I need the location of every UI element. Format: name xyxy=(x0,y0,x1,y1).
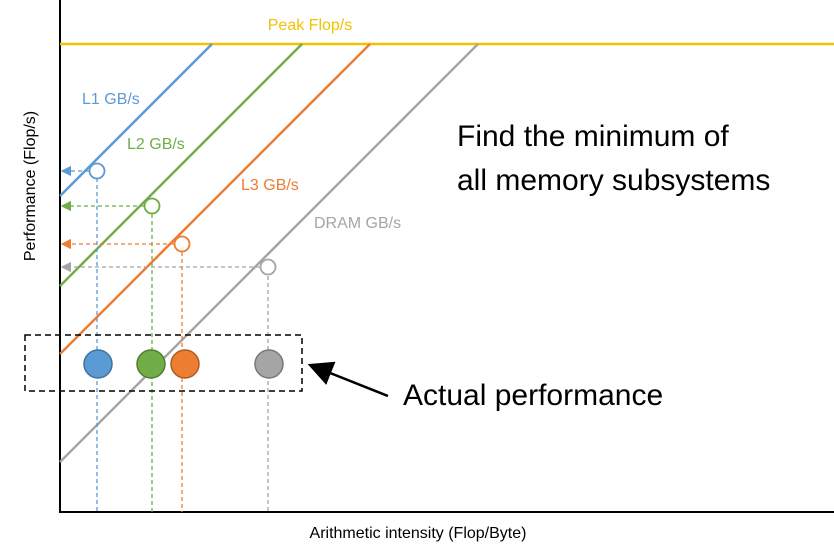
l2-bandwidth-label: L2 GB/s xyxy=(127,136,185,153)
actual-performance-box xyxy=(24,334,303,392)
l1-bandwidth-label: L1 GB/s xyxy=(82,91,140,108)
l3-intersection-point xyxy=(173,235,191,253)
l1-bandwidth-line xyxy=(59,43,213,197)
dram-bandwidth-line xyxy=(59,43,479,463)
x-axis-label: Arithmetic intensity (Flop/Byte) xyxy=(310,525,527,542)
actual-performance-text: Actual performance xyxy=(403,379,663,412)
y-axis-label: Performance (Flop/s) xyxy=(22,111,39,261)
l2-intersection-point xyxy=(143,197,161,215)
find-minimum-text-line2: all memory subsystems xyxy=(457,164,770,197)
peak-flops-label: Peak Flop/s xyxy=(268,17,352,34)
l2-actual-performance-dot xyxy=(136,349,166,379)
dram-bandwidth-label: DRAM GB/s xyxy=(314,215,401,232)
dram-intersection-point xyxy=(259,258,277,276)
l3-bandwidth-label: L3 GB/s xyxy=(241,177,299,194)
l3-actual-performance-dot xyxy=(170,349,200,379)
actual-performance-pointer-arrow xyxy=(307,361,389,398)
find-minimum-text-line1: Find the minimum of xyxy=(457,120,729,153)
l3-bandwidth-line xyxy=(59,43,371,355)
l1-actual-performance-dot xyxy=(83,349,113,379)
l1-intersection-point xyxy=(88,162,106,180)
l2-bandwidth-line xyxy=(59,43,303,287)
dram-actual-performance-dot xyxy=(254,349,284,379)
